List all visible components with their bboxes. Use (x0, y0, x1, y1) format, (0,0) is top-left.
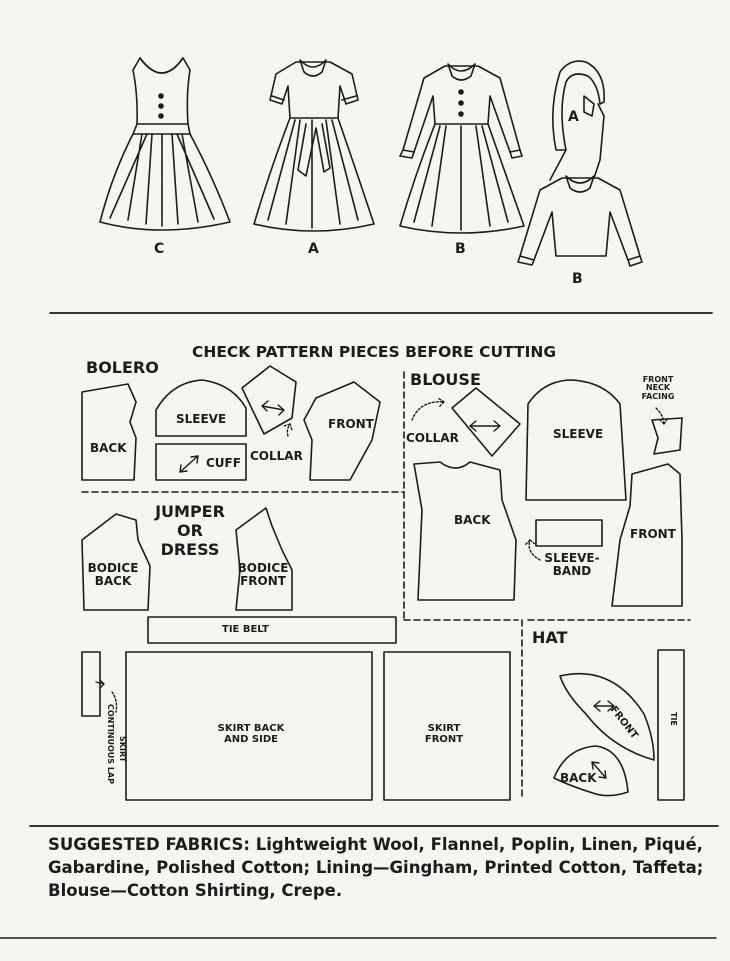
label-bolero-cuff: CUFF (206, 456, 241, 470)
piece-blouse-back (413, 461, 517, 601)
view-b-blouse-illustration (517, 175, 643, 267)
label-skirt-front-line1: SKIRT (427, 723, 461, 734)
piece-neck-facing (651, 417, 683, 455)
piece-skirt-back (125, 651, 373, 801)
view-b-letter: B (455, 241, 466, 257)
suggested-fabrics-label: SUGGESTED FABRICS: (48, 835, 250, 854)
label-skirt-lap: CONTINUOUS LAP (101, 704, 120, 784)
label-bolero-front: FRONT (328, 417, 374, 431)
piece-tie-belt (147, 616, 397, 644)
view-a-illustration (253, 59, 375, 232)
view-a-hat-illustration (549, 60, 605, 181)
label-neck-facing-line2: NECK (645, 383, 671, 393)
section-jumper-line2: OR (177, 521, 203, 540)
label-bolero-collar: COLLAR (250, 449, 303, 463)
piece-bolero-cuff (155, 443, 247, 481)
label-blouse-collar: COLLAR (406, 431, 459, 445)
label-sleeve-band: SLEEVE- BAND (540, 552, 604, 577)
piece-bolero-collar (241, 365, 297, 435)
piece-blouse-front (611, 463, 683, 607)
label-bodice-back: BODICE BACK (84, 562, 142, 587)
suggested-fabrics: SUGGESTED FABRICS: Lightweight Wool, Fla… (48, 833, 720, 902)
view-a-hat-letter: A (568, 109, 579, 125)
section-jumper-line1: JUMPER (155, 502, 225, 521)
label-skirt-lap-top: SKIRT (113, 736, 132, 762)
piece-hat-front (559, 672, 655, 761)
label-bodice-back-line2: BACK (94, 573, 132, 588)
label-skirt-lap-line1: SKIRT (118, 736, 127, 763)
view-b-blouse-letter: B (572, 271, 583, 287)
section-blouse: BLOUSE (410, 370, 481, 389)
label-skirt-lap-line2: CONTINUOUS LAP (106, 704, 115, 784)
piece-bolero-front (303, 381, 381, 481)
view-a-letter: A (308, 241, 319, 257)
piece-hat-back (553, 745, 629, 797)
label-skirt-front: SKIRT FRONT (414, 723, 474, 745)
label-skirt-back-line2: AND SIDE (224, 733, 278, 745)
label-tie-belt: TIE BELT (222, 624, 269, 635)
label-blouse-front: FRONT (630, 527, 676, 541)
label-hat-tie: TIE (664, 712, 683, 726)
label-bodice-front-line2: FRONT (240, 573, 286, 588)
label-neck-facing-line1: FRONT (642, 375, 674, 384)
label-neck-facing: FRONT NECK FACING (634, 375, 682, 401)
label-hat-tie-text: TIE (669, 712, 678, 726)
section-bolero: BOLERO (86, 358, 159, 377)
piece-skirt-front (383, 651, 511, 801)
label-skirt-back-line1: SKIRT BACK (217, 723, 285, 734)
piece-bodice-back (81, 513, 151, 611)
piece-bolero-back (81, 383, 137, 481)
label-sleeve-band-line1: SLEEVE- (544, 551, 600, 565)
piece-blouse-sleeve (525, 379, 627, 501)
label-hat-back: BACK (560, 771, 597, 785)
view-c-letter: C (154, 241, 165, 257)
section-hat: HAT (532, 628, 568, 647)
view-b-illustration (399, 63, 525, 234)
label-blouse-back: BACK (454, 513, 491, 527)
piece-sleeve-band (535, 519, 603, 547)
piece-hat-tie (657, 649, 685, 801)
section-jumper-line3: DRESS (160, 540, 220, 559)
view-c-illustration (99, 57, 231, 231)
piece-skirt-lap (81, 651, 101, 717)
suggested-fabrics-text: Lightweight Wool, Flannel, Poplin, Linen… (48, 835, 704, 900)
piece-bodice-front (235, 507, 293, 611)
label-sleeve-band-line2: BAND (552, 563, 592, 578)
piece-bolero-sleeve (155, 379, 247, 437)
label-neck-facing-line3: FACING (641, 391, 675, 401)
label-bodice-front-line1: BODICE (237, 561, 289, 575)
label-bolero-back: BACK (90, 441, 127, 455)
label-blouse-sleeve: SLEEVE (553, 427, 604, 441)
label-bolero-sleeve: SLEEVE (176, 412, 227, 426)
section-jumper-dress: JUMPER OR DRESS (150, 502, 230, 559)
label-bodice-front: BODICE FRONT (234, 562, 292, 587)
label-skirt-front-line2: FRONT (424, 733, 464, 745)
label-bodice-back-line1: BODICE (87, 561, 139, 575)
label-skirt-back: SKIRT BACK AND SIDE (196, 723, 306, 745)
piece-blouse-collar (451, 387, 521, 457)
check-pieces-heading: CHECK PATTERN PIECES BEFORE CUTTING (192, 343, 557, 361)
